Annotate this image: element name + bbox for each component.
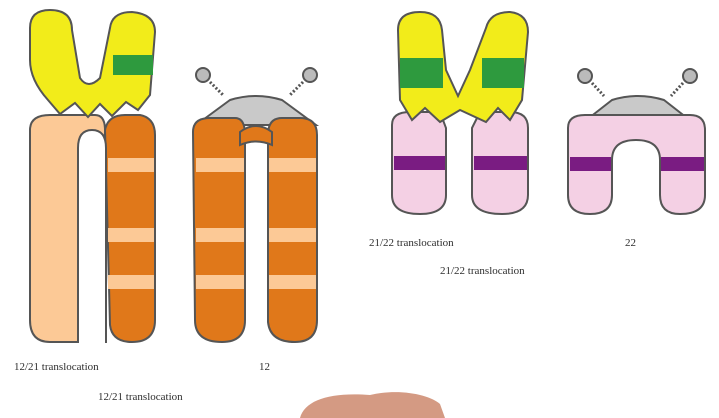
orange-arm-band	[108, 158, 154, 172]
label-chromosome-22: 22	[625, 237, 636, 249]
green-band	[400, 58, 443, 88]
label-12-21-derivative: 12/21 translocation	[14, 361, 99, 373]
satellite-knob-right	[303, 68, 317, 82]
green-band	[113, 55, 153, 75]
skin-fragment	[300, 392, 445, 418]
label-chromosome-12: 12	[259, 361, 270, 373]
chromosome-22	[568, 69, 705, 214]
orange-arm-band	[269, 228, 316, 242]
orange-arm-band	[269, 275, 316, 289]
orange-arm-band	[108, 275, 154, 289]
chromosome-derivative-12-21	[30, 10, 155, 347]
label-21-22-derivative: 21/22 translocation	[369, 237, 454, 249]
chromosome-inner-gap	[78, 130, 106, 342]
chromosome-12	[193, 68, 317, 342]
orange-arm-band	[108, 228, 154, 242]
purple-band	[394, 156, 445, 170]
caption-12-21-translocation: 12/21 translocation	[98, 391, 183, 403]
green-band	[482, 58, 524, 88]
orange-arm-band	[196, 158, 244, 172]
satellite-knob-right	[683, 69, 697, 83]
purple-band	[474, 156, 527, 170]
orange-arm-band	[269, 158, 316, 172]
orange-arm-band	[196, 228, 244, 242]
chromosome-derivative-21-22	[392, 12, 528, 214]
gap-mask	[79, 339, 105, 347]
caption-21-22-translocation: 21/22 translocation	[440, 265, 525, 277]
satellite-knob-left	[578, 69, 592, 83]
satellite-knob-left	[196, 68, 210, 82]
chromosome-bridge	[240, 126, 272, 145]
orange-arm-band	[196, 275, 244, 289]
purple-band	[570, 157, 611, 171]
purple-band	[661, 157, 704, 171]
